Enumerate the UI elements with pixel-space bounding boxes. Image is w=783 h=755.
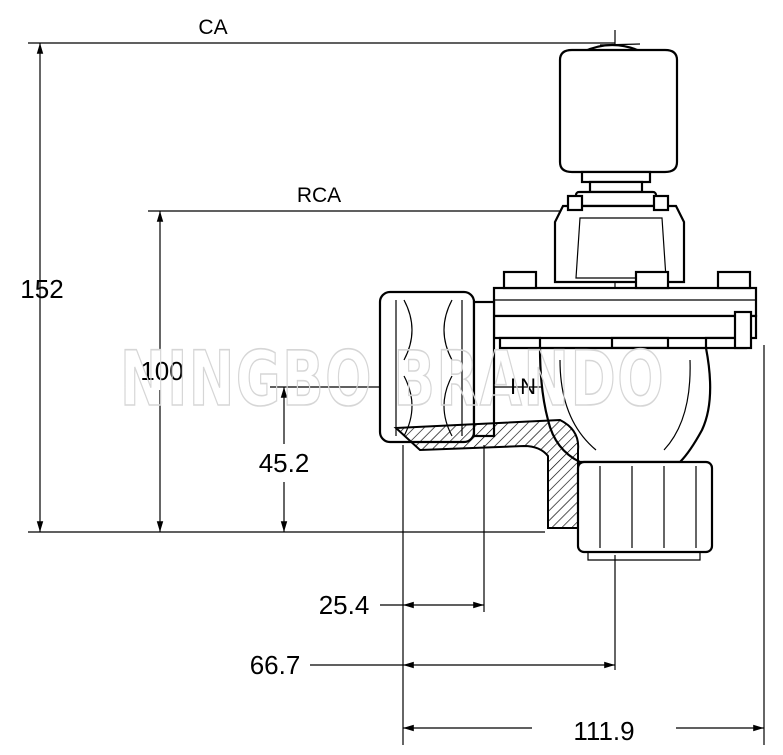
outlet-nut [576, 460, 714, 561]
overall-width-value: 111.9 [573, 716, 634, 746]
inlet-offset-value: 25.4 [319, 590, 370, 620]
side-fitting [733, 310, 753, 350]
ca-label: CA [198, 16, 227, 39]
inlet-section [393, 418, 580, 529]
rca-height-value: 100 [140, 356, 183, 386]
pilot-bonnet [553, 194, 686, 284]
solenoid-coil [558, 43, 679, 208]
rca-label: RCA [297, 184, 341, 207]
overall-height-value: 152 [20, 274, 63, 304]
valve [378, 43, 758, 561]
inlet-height-value: 45.2 [259, 448, 310, 478]
diaphragm-cover [492, 270, 758, 350]
inlet-label: IN [510, 374, 540, 399]
outlet-offset-value: 66.7 [250, 650, 301, 680]
watermark: NINGBO BRANDO [120, 334, 665, 423]
